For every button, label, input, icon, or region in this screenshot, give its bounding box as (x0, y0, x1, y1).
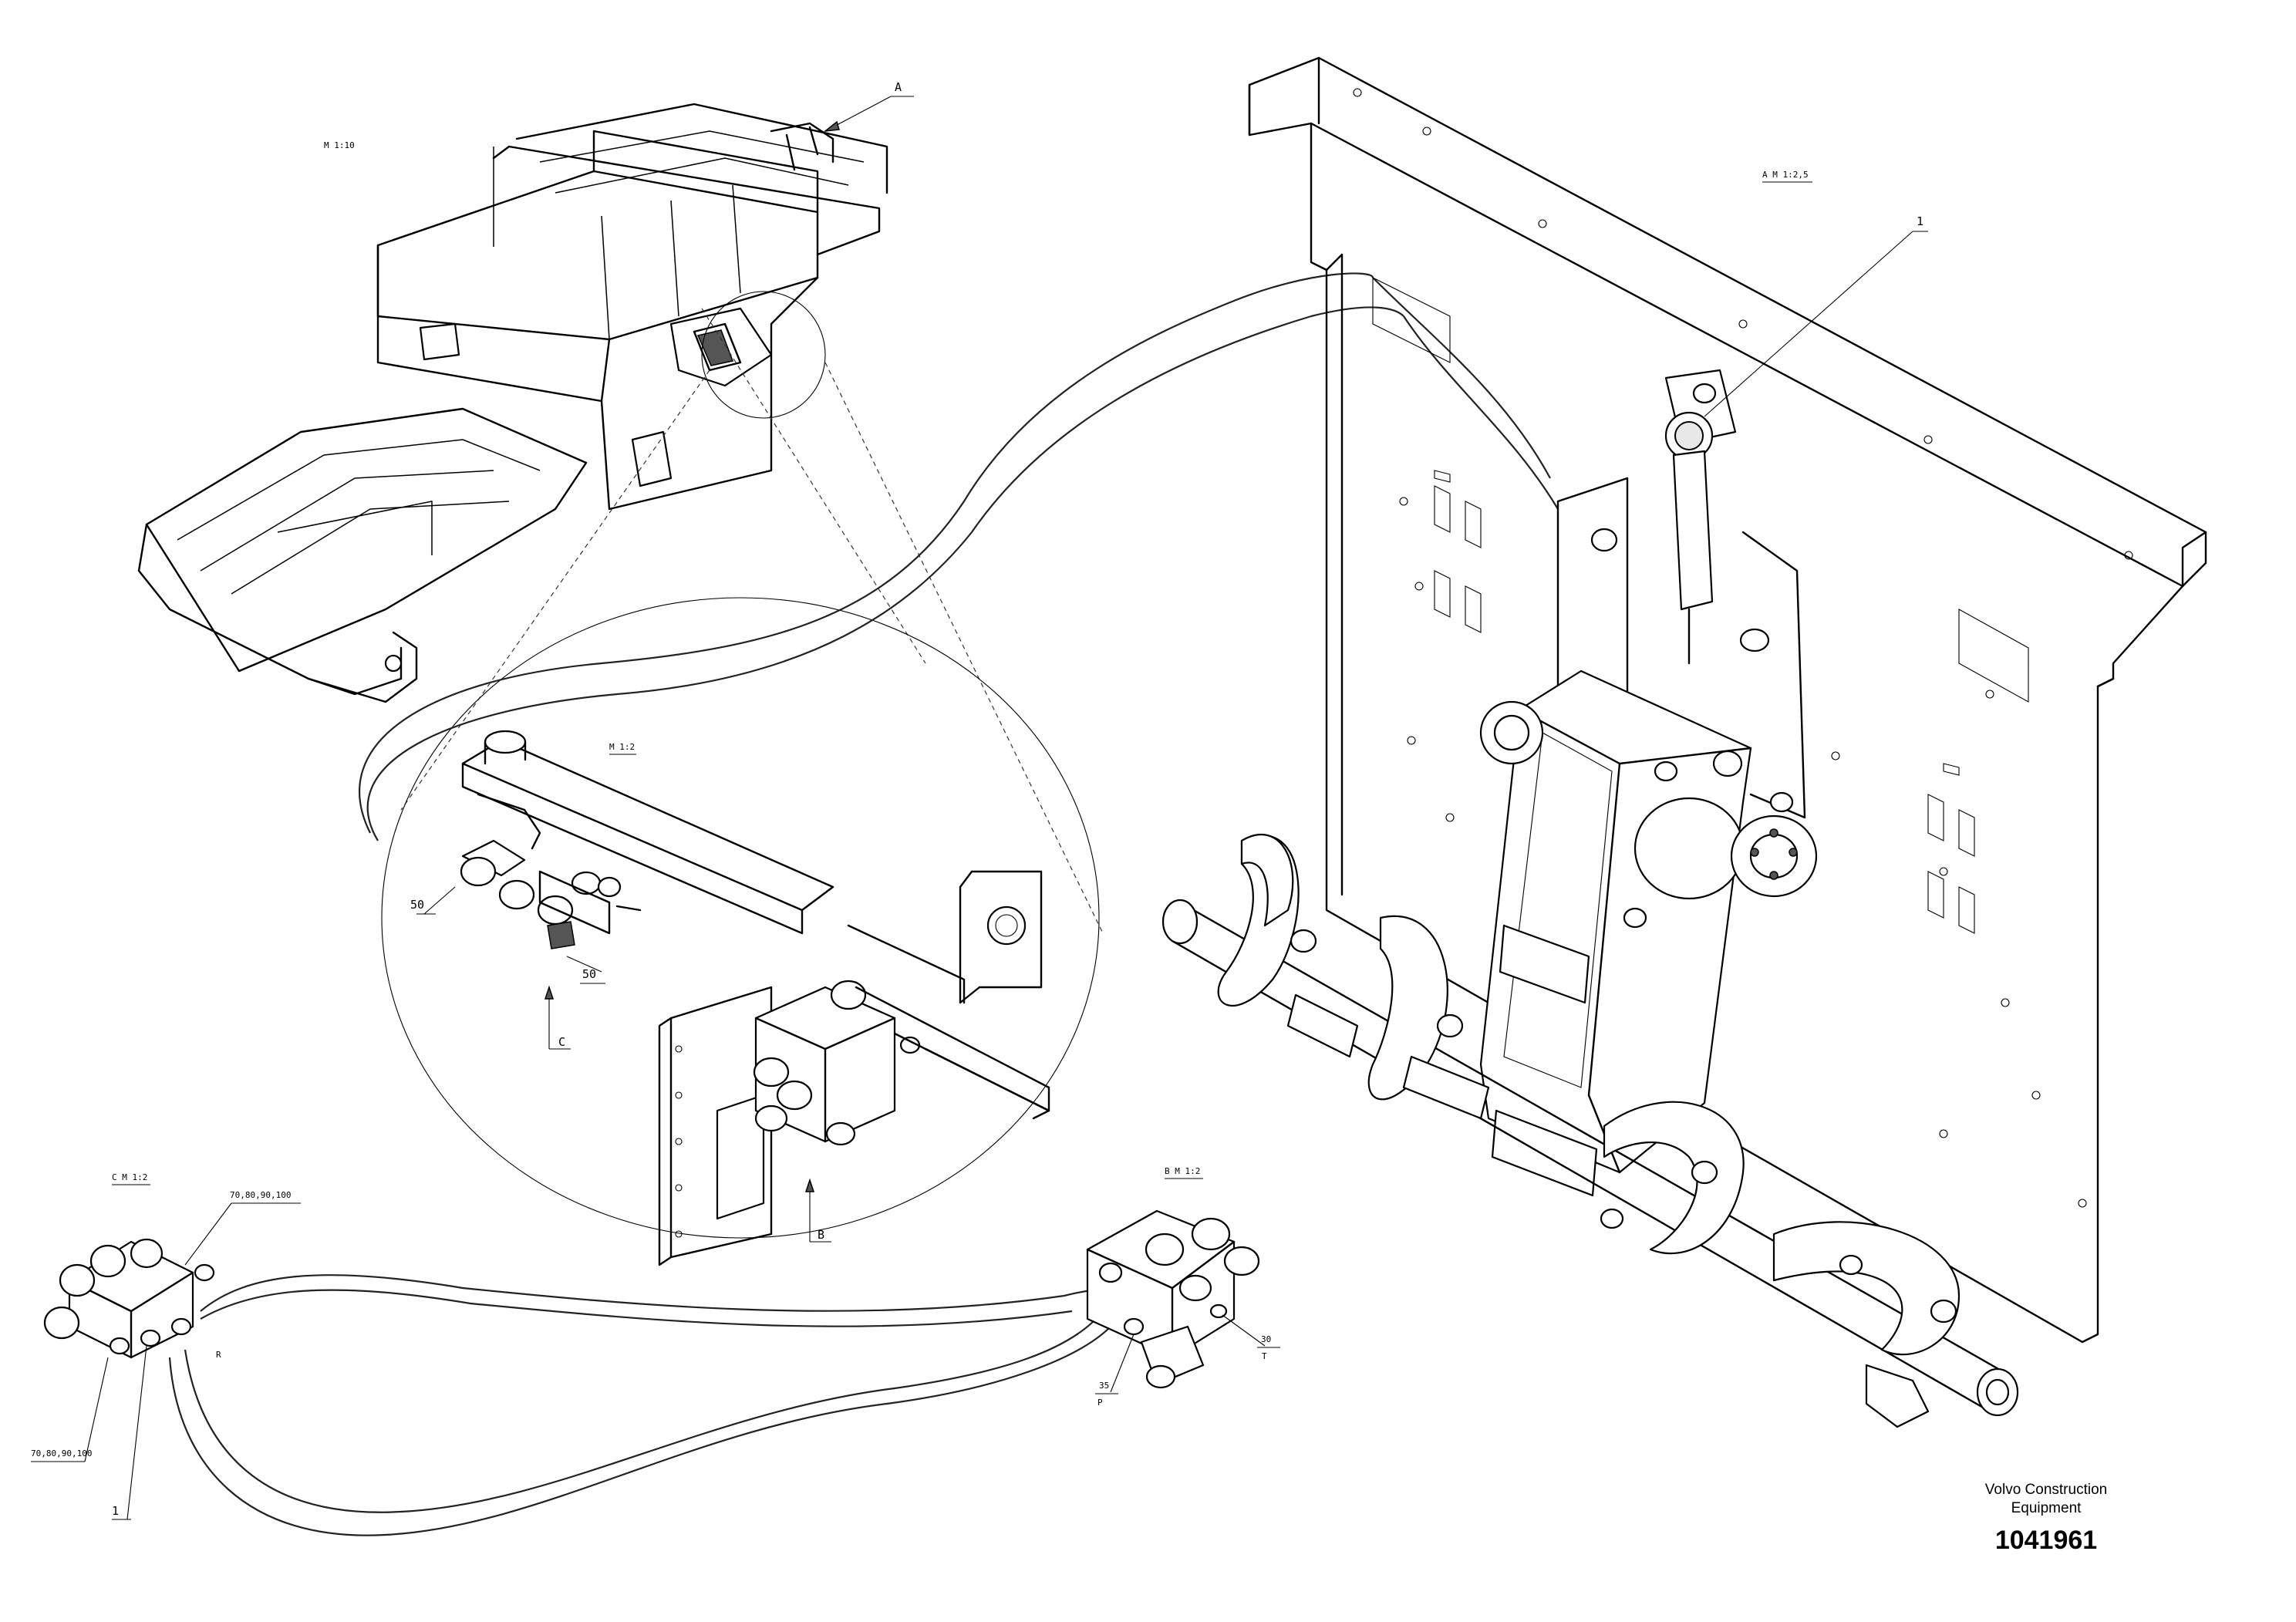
view-a-letter: A (1762, 170, 1768, 180)
company-name-line2: Equipment (2011, 1500, 2082, 1516)
view-c-valve: C M 1:2 70,80,90,100 70,80,90,100 1 R (31, 1172, 301, 1520)
detail-scale-label: M 1:2 (609, 742, 635, 752)
view-a-auger-assembly: A M 1:2,5 (1161, 56, 2207, 1428)
company-name-line1: Volvo Construction (1985, 1482, 2107, 1498)
section-c-label: C (558, 1035, 565, 1049)
view-b-scale: M 1:2 (1175, 1166, 1200, 1176)
title-block: Volvo Construction Equipment 1041961 (1985, 1482, 2107, 1555)
view-b-valve: B M 1:2 30 T 35 P (1086, 1166, 1280, 1408)
hose-routing (168, 272, 1559, 1536)
port-p-label: P (1097, 1398, 1103, 1408)
item-50-label-b: 50 (582, 967, 596, 981)
frame-detail-circle (701, 291, 826, 419)
view-a-scale: M 1:2,5 (1772, 170, 1808, 180)
view-c-letter: C (112, 1172, 117, 1182)
view-b-letter: B (1165, 1166, 1170, 1176)
item-50-label-a: 50 (410, 898, 424, 912)
view-b-title: B M 1:2 (1165, 1166, 1200, 1176)
detail-circle (381, 597, 1100, 1239)
document-number: 1041961 (1995, 1526, 2097, 1555)
item-30-label: 30 (1261, 1334, 1271, 1344)
port-t-label: T (1262, 1351, 1267, 1361)
valve-detail-view: M 1:2 50 50 C (381, 597, 1100, 1266)
view-c-title: C M 1:2 (112, 1172, 147, 1182)
view-a-title: A M 1:2,5 (1762, 170, 1809, 180)
machine-frame-drawing: M 1:10 A (137, 80, 914, 703)
item-1-label-bottom: 1 (112, 1504, 119, 1518)
plate-holes (1353, 88, 2133, 1208)
item-70-80-90-100-label-bottom: 70,80,90,100 (31, 1448, 92, 1458)
item-1-label-top: 1 (1917, 214, 1923, 228)
item-35-label: 35 (1099, 1381, 1109, 1391)
projection-lines (400, 308, 1104, 934)
view-c-scale: M 1:2 (122, 1172, 147, 1182)
item-70-80-90-100-label-top: 70,80,90,100 (230, 1190, 291, 1200)
section-b-label: B (818, 1228, 824, 1242)
frame-scale-label: M 1:10 (324, 140, 355, 150)
callout-a-label: A (895, 80, 902, 94)
port-r-label: R (216, 1350, 221, 1360)
